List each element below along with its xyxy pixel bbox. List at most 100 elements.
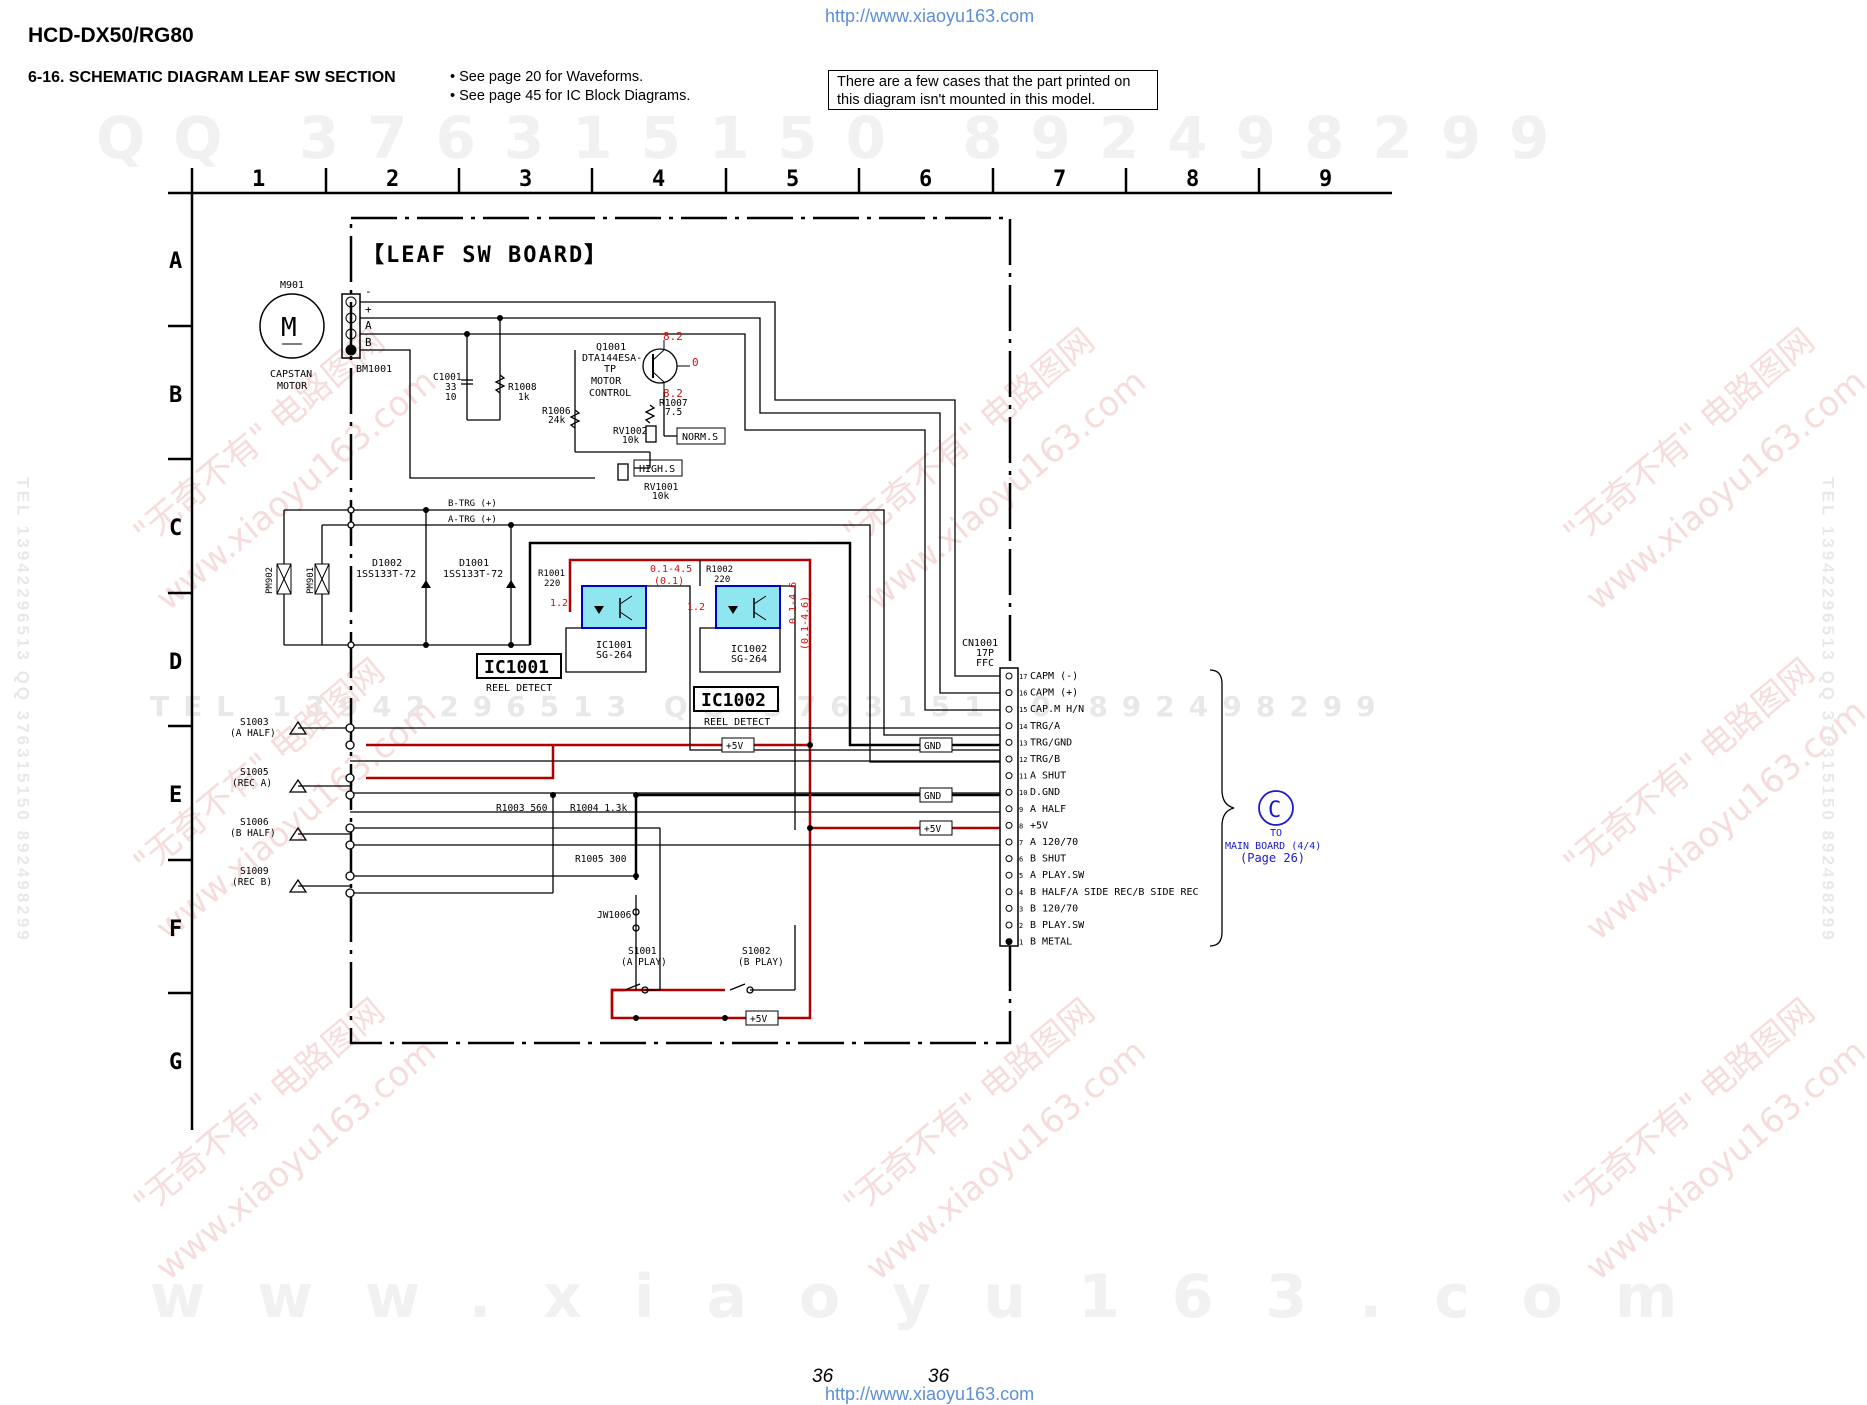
- ic1001-voltage-out2: (0.1): [654, 576, 684, 587]
- cn1001-ref: CN1001: [962, 638, 998, 649]
- switch-labels: S1003 (A HALF) S1005 (REC A) S1006 (B HA…: [230, 717, 784, 968]
- motor-symbol: M: [281, 313, 297, 343]
- section-title: 6-16. SCHEMATIC DIAGRAM LEAF SW SECTION: [28, 69, 396, 86]
- connector-pin-number: 10: [1019, 789, 1027, 797]
- connector-pin-number: 15: [1019, 706, 1027, 714]
- col-label-3: 3: [519, 167, 532, 192]
- rv1002-val: 10k: [622, 435, 639, 446]
- q1001-ref: Q1001: [596, 342, 626, 353]
- to-board-line1: TO: [1270, 828, 1282, 839]
- r1003-label: R1003 560: [496, 803, 548, 814]
- col-label-8: 8: [1186, 167, 1199, 192]
- connector-pin-number: 13: [1019, 739, 1027, 747]
- b-area-components: [461, 374, 677, 481]
- connector-pin-number: 1: [1019, 939, 1023, 947]
- switch-wires: [298, 727, 1000, 894]
- ic1002-voltage-out2: (0.1-4.6): [800, 596, 811, 650]
- d1001-part: 1SS133T-72: [443, 569, 503, 580]
- motor-connector: BM1001: [356, 364, 392, 375]
- ic1002-part: SG-264: [731, 654, 767, 665]
- connector-pin-label: A SHUT: [1030, 771, 1066, 782]
- norm-s-label: NORM.S: [682, 432, 718, 443]
- r1007-val: 7.5: [665, 407, 682, 418]
- connector-pin-dot: [1005, 738, 1013, 746]
- connector-pin-number: 3: [1019, 905, 1023, 913]
- connector-pin-label: D.GND: [1030, 787, 1060, 798]
- connector-pin-number: 2: [1019, 922, 1023, 930]
- r1002-val: 220: [714, 575, 730, 585]
- ic1002-reel-detect: REEL DETECT: [704, 717, 770, 728]
- transistor-q1001: Q1001 DTA144ESA- TP MOTOR CONTROL 8.2 0 …: [582, 330, 699, 400]
- s1001-ref: S1001: [628, 946, 657, 957]
- ic1001-part: SG-264: [596, 650, 632, 661]
- board-outline: [349, 216, 1012, 1045]
- tag-plus5v-1: +5V: [726, 741, 743, 752]
- q1001-part2: TP: [604, 364, 616, 375]
- s1005-name: (REC A): [232, 778, 272, 789]
- tag-plus5v-3: +5V: [750, 1014, 767, 1025]
- watermark-row-bottom: www.xiaoyu163.com: [150, 1262, 1730, 1332]
- r1007-ref: R1007: [659, 398, 688, 409]
- ic1001-reel-detect: REEL DETECT: [486, 683, 552, 694]
- cn1001-pins: 17P: [976, 648, 994, 659]
- page-number-left: 36: [812, 1366, 834, 1387]
- high-s-label: HIGH.S: [639, 464, 675, 475]
- connector-pin-dot: [1005, 838, 1013, 846]
- url-bottom[interactable]: http://www.xiaoyu163.com: [825, 1384, 1035, 1404]
- connector-pin-dot: [1005, 722, 1013, 730]
- r1008-val: 1k: [518, 392, 530, 403]
- net-tags: +5V GND GND +5V +5V: [721, 737, 953, 1026]
- connector-pin-number: 11: [1019, 773, 1027, 781]
- connector-pin-label: B 120/70: [1030, 903, 1078, 914]
- ic1001-opto: [581, 585, 647, 629]
- connector-brace: [1209, 669, 1235, 947]
- tag-gnd-1: GND: [924, 741, 941, 752]
- cn1001-type: FFC: [976, 658, 994, 669]
- board-title: 【LEAF SW BOARD】: [362, 243, 608, 268]
- d1001-ref: D1001: [459, 558, 489, 569]
- d1002-part: 1SS133T-72: [356, 569, 416, 580]
- play-switches: [624, 828, 796, 994]
- connector-pin-label: CAP.M H/N: [1030, 704, 1084, 715]
- motor-name2: MOTOR: [277, 381, 308, 392]
- q1001-voltage-c: 8.2: [663, 387, 683, 400]
- col-label-1: 1: [252, 167, 265, 192]
- passive-labels: C1001 33 10 R1008 1k R1006 24k R1007 7.5…: [433, 372, 688, 502]
- connector-pin-label: A PLAY.SW: [1030, 870, 1085, 881]
- motor-ref: M901: [280, 280, 304, 291]
- connector-pin-label: B PLAY.SW: [1030, 920, 1085, 931]
- connector-pin-dot: [1005, 821, 1013, 829]
- connector-pin-number: 5: [1019, 872, 1023, 880]
- connector-pin-dot: [1005, 755, 1013, 763]
- connector-pin-label: TRG/B: [1030, 754, 1060, 765]
- ic1002-box-label: IC1002: [701, 690, 766, 711]
- watermark-side-left: TEL 13942296513 QQ 376315150 892498299: [13, 477, 33, 943]
- s1009-ref: S1009: [240, 866, 269, 877]
- url-top[interactable]: http://www.xiaoyu163.com: [825, 6, 1035, 26]
- tag-plus5v-2: +5V: [924, 824, 941, 835]
- row-label-b: B: [169, 383, 182, 408]
- r1001-val: 220: [544, 579, 560, 589]
- s1003-name: (A HALF): [230, 728, 276, 739]
- ic1002-voltage-out: 0.1-4.6: [788, 582, 799, 624]
- col-label-9: 9: [1319, 167, 1332, 192]
- connector-pin-label: CAPM (+): [1030, 688, 1078, 699]
- power-wires: [366, 558, 1000, 1020]
- connector-pin-dot: [1005, 788, 1013, 796]
- rv1001-val: 10k: [652, 491, 669, 502]
- connector-pin-label: A 120/70: [1030, 837, 1078, 848]
- connector-pin-dot: [1005, 855, 1013, 863]
- s1006-ref: S1006: [240, 817, 269, 828]
- s1001-name: (A PLAY): [621, 957, 667, 968]
- motor-pin-a: A: [365, 319, 372, 332]
- switch-symbols: [288, 720, 308, 893]
- q1001-func2: CONTROL: [589, 388, 631, 399]
- atrg-label: A-TRG (+): [448, 515, 497, 525]
- connector-pin-dot: [1005, 689, 1013, 697]
- to-board-line2: MAIN BOARD (4/4): [1225, 841, 1321, 852]
- connector-pin-label: B HALF/A SIDE REC/B SIDE REC: [1030, 887, 1199, 898]
- connector-pin-number: 6: [1019, 856, 1023, 864]
- col-label-2: 2: [386, 167, 399, 192]
- row-label-c: C: [169, 516, 182, 541]
